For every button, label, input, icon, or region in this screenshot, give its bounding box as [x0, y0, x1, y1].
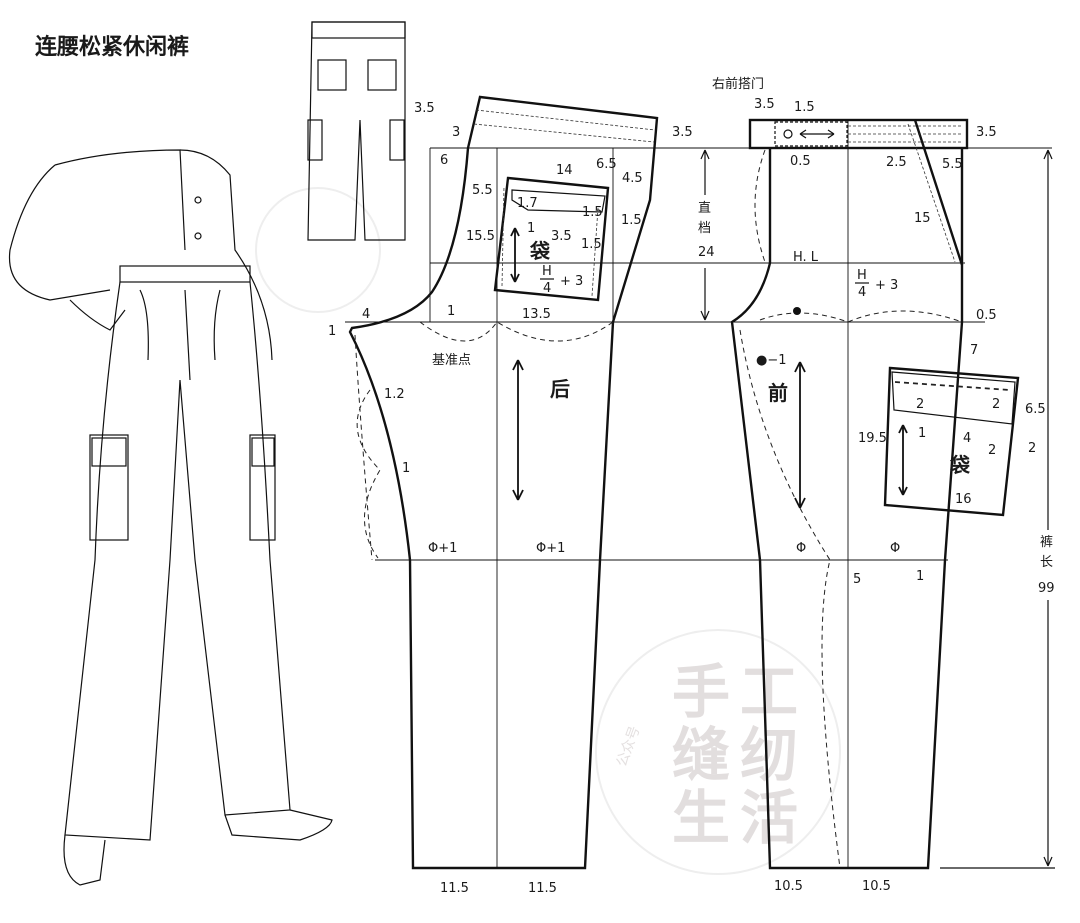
measurement-label: 1	[402, 461, 410, 476]
measurement-label: + 3	[875, 278, 898, 293]
measurement-label: 工	[740, 658, 798, 726]
measurement-label: H	[857, 268, 867, 283]
measurement-label: 长	[1040, 555, 1053, 570]
measurement-label: 3	[452, 125, 460, 140]
measurement-label: 直	[698, 201, 711, 216]
measurement-label: 7	[970, 343, 978, 358]
measurement-label: 2	[916, 397, 924, 412]
watermark: 手 工 缝 纫 生 活 公众号	[255, 187, 841, 875]
measurement-label: 1.2	[384, 387, 405, 402]
measurement-label: 基准点	[432, 353, 471, 368]
measurement-label: 1.7	[517, 196, 538, 211]
measurement-label: 公众号	[614, 724, 643, 769]
measurement-label: 5.5	[472, 183, 493, 198]
measurement-label: ●−1	[756, 353, 787, 368]
measurement-label: 19.5	[858, 431, 887, 446]
measurement-label: 11.5	[440, 881, 469, 896]
model-figure-illustration	[8, 149, 333, 886]
measurement-label: 裤	[1040, 535, 1053, 550]
measurement-label: Φ	[890, 541, 900, 556]
measurement-label: H	[542, 264, 552, 279]
measurement-label: 11.5	[528, 881, 557, 896]
measurement-label: 5	[853, 572, 861, 587]
measurement-label: 13.5	[522, 307, 551, 322]
measurement-label: 10.5	[774, 879, 803, 894]
back-hip-formula: H 4 + 3	[540, 264, 583, 296]
back-labels: 3.5 3 6 14 6.5 4.5 5.5 1.7 1.5 1.5 15.5 …	[328, 101, 693, 896]
measurement-label: 1	[447, 304, 455, 319]
measurement-label: 3.5	[754, 97, 775, 112]
measurement-label: 16	[955, 492, 972, 507]
measurement-label: 生	[672, 784, 730, 852]
measurement-label: 袋	[529, 239, 551, 263]
measurement-label: 3.5	[976, 125, 997, 140]
measurement-label: 后	[550, 377, 570, 401]
back-pants-piece	[348, 95, 659, 870]
grain-arrows	[510, 227, 908, 509]
measurement-label: 1	[328, 324, 336, 339]
diagram-title: 连腰松紧休闲裤	[35, 34, 189, 60]
measurement-label: 纫	[740, 721, 798, 789]
measurement-label: 99	[1038, 581, 1055, 596]
measurement-label: 档	[698, 221, 711, 236]
front-pants-piece	[730, 118, 1020, 870]
measurement-label: 5.5	[942, 157, 963, 172]
measurement-label: 2	[988, 443, 996, 458]
measurement-label: 前	[768, 381, 788, 405]
measurement-label: 袋	[949, 453, 971, 477]
measurement-label: 右前搭门	[712, 76, 764, 92]
measurement-label: 2.5	[886, 155, 907, 170]
measurement-label: 1.5	[582, 205, 603, 220]
measurement-label: 6.5	[1025, 402, 1046, 417]
marker-dot	[793, 307, 801, 315]
measurement-label: 手	[672, 658, 730, 726]
measurement-label: 15.5	[466, 229, 495, 244]
measurement-label: 4	[543, 281, 551, 296]
measurement-label: 1.5	[794, 100, 815, 115]
measurement-label: 4.5	[622, 171, 643, 186]
measurement-label: 4	[963, 431, 971, 446]
measurement-label: 2	[992, 397, 1000, 412]
measurement-label: Φ+1	[428, 541, 457, 556]
measurement-label: 1.5	[581, 237, 602, 252]
measurement-label: 0.5	[976, 308, 997, 323]
front-labels: 右前搭门 3.5 1.5 0.5 2.5 5.5 3.5 直 档 24 15 H…	[698, 76, 1055, 894]
measurement-label: 4	[362, 307, 370, 322]
front-hip-formula: H 4 + 3	[855, 268, 898, 300]
pants-back-view-thumbnail	[307, 21, 406, 241]
measurement-label: 6	[440, 153, 448, 168]
measurement-label: + 3	[560, 274, 583, 289]
measurement-label: 1	[527, 221, 535, 236]
measurement-label: 15	[914, 211, 931, 226]
measurement-label: Φ	[796, 541, 806, 556]
measurement-label: 2	[1028, 441, 1036, 456]
dimension-lines	[700, 149, 1055, 869]
measurement-label: 3.5	[551, 229, 572, 244]
measurement-label: H. L	[793, 250, 819, 265]
measurement-label: 24	[698, 245, 715, 260]
measurement-label: 缝	[672, 721, 730, 789]
measurement-label: 3.5	[672, 125, 693, 140]
measurement-label: Φ+1	[536, 541, 565, 556]
measurement-label: 10.5	[862, 879, 891, 894]
measurement-label: 4	[858, 285, 866, 300]
measurement-label: 6.5	[596, 157, 617, 172]
measurement-label: 1	[918, 426, 926, 441]
measurement-label: 0.5	[790, 154, 811, 169]
measurement-label: 14	[556, 163, 573, 178]
measurement-label: 3.5	[414, 101, 435, 116]
measurement-label: 1	[916, 569, 924, 584]
measurement-label: 1.5	[621, 213, 642, 228]
